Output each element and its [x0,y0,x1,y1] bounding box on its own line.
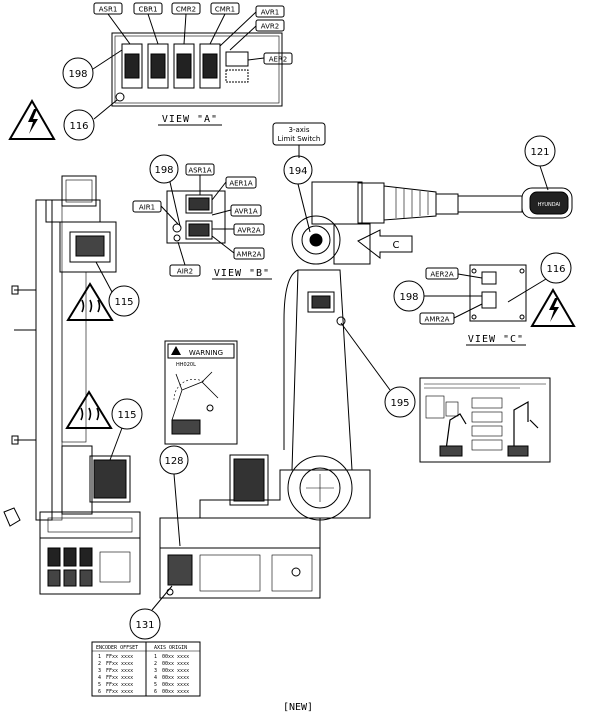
view-a-panel: ASR1 CBR1 CMR2 CMR1 AVR1 AVR2 AER2 VIEW … [93,2,293,126]
tag-aer2: AER2 [269,56,288,64]
tag-asr1: ASR1 [99,6,118,14]
svg-text:116: 116 [69,121,88,132]
table-cell: 00xx xxxx [162,682,189,688]
table-cell: 5 [98,682,101,688]
tag-asr1a: ASR1A [188,167,212,175]
svg-text:198: 198 [399,292,418,303]
tag-amr2a: AMR2A [425,316,450,324]
view-c-panel: AER2A AMR2A VIEW "C" [419,264,527,346]
view-c-title: VIEW "C" [468,334,524,345]
svg-text:115: 115 [114,297,133,308]
view-a-connector [173,43,195,89]
axis-origin-header: AXIS ORIGIN [154,645,187,651]
balloon-131: 131 [129,585,173,640]
hot-surface-icon [66,282,114,321]
encoder-offset-table: ENCODER OFFSET AXIS ORIGIN 1 FFxx xxxx 1… [91,641,201,697]
tag-cmr1: CMR1 [215,6,235,14]
tag-avr1: AVR1 [261,9,279,17]
balloon-115: 115 [95,261,140,317]
tag-cmr2: CMR2 [176,6,196,14]
tag-amr2a: AMR2A [237,251,262,259]
balloon-115: 115 [109,398,143,461]
tag-air2: AIR2 [177,268,193,276]
view-a-connector [147,43,169,89]
balloon-198: 198 [149,154,181,227]
table-cell: 6 [98,689,101,695]
warning-model: HH020L [176,362,196,368]
view-a-connector [121,43,143,89]
table-cell: 1 [98,654,101,660]
encoder-offset-header: ENCODER OFFSET [96,645,138,651]
tag-avr1a: AVR1A [234,208,257,216]
balloon-116: 116 [63,99,118,141]
electric-hazard-icon [530,288,576,327]
hot-surface-icon [65,390,113,429]
tag-aer2a: AER2A [430,271,454,279]
connector-tag [255,19,285,32]
tag-cbr1: CBR1 [138,6,157,14]
table-cell: 00xx xxxx [162,689,189,695]
view-b-title: VIEW "B" [214,268,270,279]
view-b-panel: ASR1A AER1A AIR1 AVR1A AVR2A AMR2A AIR2 … [132,163,272,280]
table-cell: 00xx xxxx [162,661,189,667]
table-cell: FFxx xxxx [106,682,133,688]
safety-label-card [419,377,551,463]
robot-side-view [3,175,141,595]
robot-front-view: HYUNDAI C [159,181,573,599]
table-cell: FFxx xxxx [106,661,133,667]
svg-text:131: 131 [135,620,154,631]
table-cell: FFxx xxxx [106,654,133,660]
table-cell: 2 [154,661,157,667]
balloon-121: 121 [524,135,556,191]
footer-new-label: [NEW] [283,702,313,713]
svg-text:198: 198 [154,165,173,176]
tag-air1: AIR1 [139,204,155,212]
svg-text:116: 116 [546,264,565,275]
svg-text:121: 121 [530,147,549,158]
limit-switch-callout: 3-axis Limit Switch [272,122,326,158]
table-cell: FFxx xxxx [106,675,133,681]
balloon-194: 194 [283,155,313,233]
svg-text:194: 194 [288,166,307,177]
table-cell: 2 [98,661,101,667]
table-cell: 00xx xxxx [162,675,189,681]
svg-text:198: 198 [68,69,87,80]
table-cell: FFxx xxxx [106,689,133,695]
connector-tag [255,5,285,18]
hyundai-logo: HYUNDAI [538,202,561,208]
tag-avr2: AVR2 [261,23,279,31]
warning-header: WARNING [189,349,223,357]
table-cell: 00xx xxxx [162,668,189,674]
table-cell: FFxx xxxx [106,668,133,674]
electric-hazard-icon [8,99,56,140]
table-cell: 3 [154,668,157,674]
table-cell: 3 [98,668,101,674]
balloon-128: 128 [159,445,189,547]
table-cell: 00xx xxxx [162,654,189,660]
table-cell: 5 [154,682,157,688]
svg-text:Limit Switch: Limit Switch [278,135,321,143]
svg-text:195: 195 [390,398,409,409]
svg-text:115: 115 [117,410,136,421]
view-a-title: VIEW "A" [162,114,218,125]
balloon-116: 116 [507,252,572,303]
svg-text:128: 128 [164,456,183,467]
view-a-connector [199,43,221,89]
view-c-arrow: C [393,240,400,251]
balloon-195: 195 [340,322,416,418]
tag-avr2a: AVR2A [237,227,260,235]
tag-aer1a: AER1A [229,180,253,188]
balloon-198: 198 [62,49,123,89]
table-cell: 1 [154,654,157,660]
balloon-198: 198 [393,280,482,312]
svg-text:3-axis: 3-axis [288,126,309,134]
warning-label-card: WARNING HH020L [164,340,238,445]
table-cell: 4 [154,675,157,681]
table-cell: 4 [98,675,101,681]
table-cell: 6 [154,689,157,695]
